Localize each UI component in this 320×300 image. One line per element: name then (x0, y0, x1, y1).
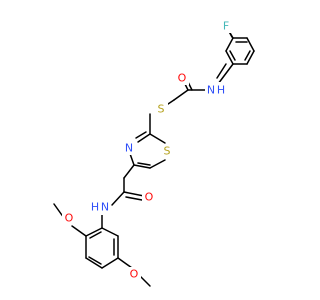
amide-hydrogen-top: H (217, 84, 225, 97)
amide-nitrogen-top: N (207, 84, 215, 97)
amide-hydrogen-bottom: H (91, 201, 99, 214)
amide-oxygen-top: O (178, 72, 187, 85)
methoxy-oxygen-upper: O (65, 212, 74, 225)
thiazole-nitrogen: N (125, 142, 133, 155)
atom-labels: F O N H S N S O H N O O (62, 19, 233, 281)
molecule-structure: F O N H S N S O H N O O (53, 19, 255, 287)
bonds (53, 25, 255, 287)
methoxy-oxygen-lower: O (130, 268, 139, 281)
thiazole-sulfur: S (164, 145, 171, 158)
fluorine-atom: F (223, 20, 229, 33)
amide-nitrogen-bottom: N (101, 201, 109, 214)
amide-oxygen-bottom: O (145, 191, 154, 204)
thioether-sulfur: S (158, 103, 165, 116)
